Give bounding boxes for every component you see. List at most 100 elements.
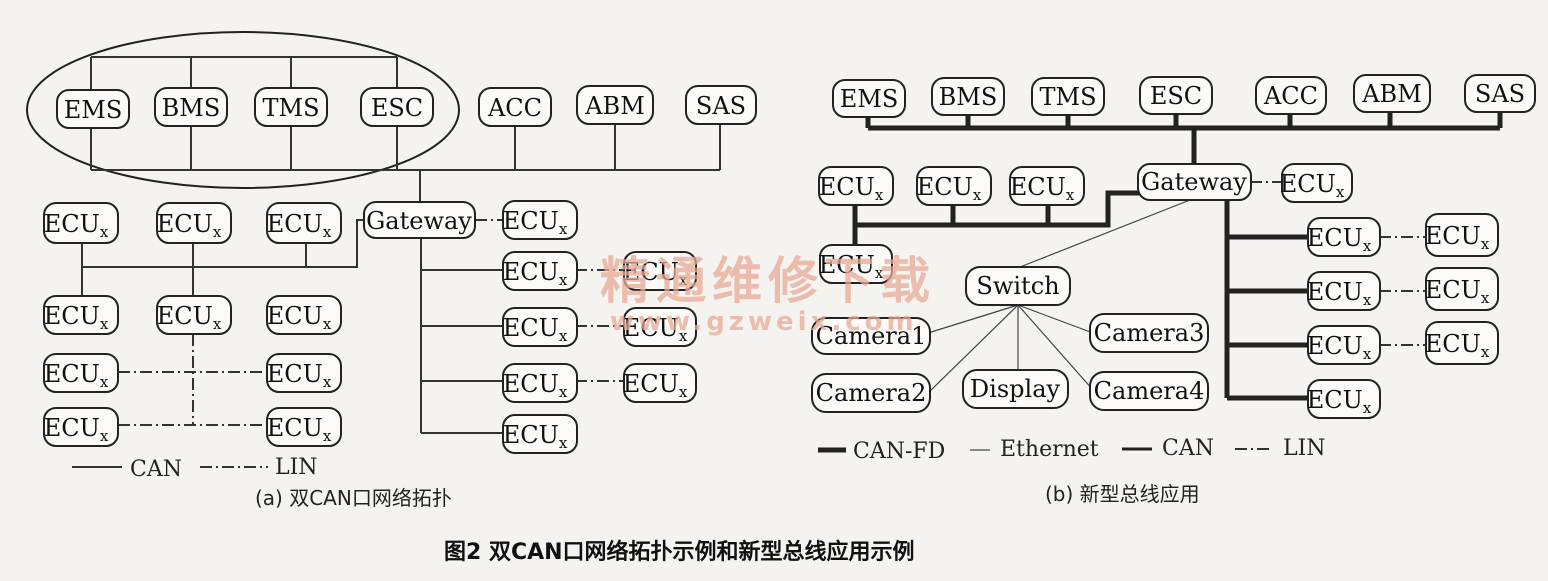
ecu-label: ECUx xyxy=(1010,173,1075,204)
panel-a-ems-node: EMS xyxy=(56,89,130,129)
ecu-label: ECUx xyxy=(267,210,332,241)
caption-b: (b) 新型总线应用 xyxy=(1045,482,1200,506)
ecu-label-main: ECU xyxy=(157,210,213,238)
node-label: EMS xyxy=(64,96,123,124)
ecu-label-main: ECU xyxy=(503,421,559,449)
ecu-label-main: ECU xyxy=(819,173,875,201)
panel-b-ems-node: EMS xyxy=(832,79,906,118)
panel-b-switch-node: Switch xyxy=(965,266,1071,306)
ecu-label-main: ECU xyxy=(623,370,679,398)
ecu-node: ECUx xyxy=(1425,267,1499,311)
panel-b-tms-node: TMS xyxy=(1031,77,1105,116)
ecu-label-subscript: x xyxy=(559,327,568,345)
ecu-node: ECUx xyxy=(43,407,119,447)
node-label: Camera3 xyxy=(1094,319,1205,347)
watermark-line1: 精通维修下载 xyxy=(600,252,936,310)
panel-a-tms-node: TMS xyxy=(254,87,328,127)
ecu-label-main: ECU xyxy=(267,360,323,388)
panel-a-gateway-node: Gateway xyxy=(363,201,476,239)
ecu-label-subscript: x xyxy=(1066,186,1075,204)
ecu-label-main: ECU xyxy=(267,302,323,330)
node-label: BMS xyxy=(162,94,221,122)
ecu-label-subscript: x xyxy=(323,315,332,333)
ecu-label: ECUx xyxy=(1307,386,1372,417)
ecu-node: ECUx xyxy=(818,166,894,206)
ecu-node: ECUx xyxy=(1307,271,1381,311)
ecu-label-main: ECU xyxy=(1307,278,1363,306)
node-label: ACC xyxy=(1263,82,1318,110)
ecu-label-main: ECU xyxy=(44,210,100,238)
ecu-label: ECUx xyxy=(267,414,332,445)
ecu-label-subscript: x xyxy=(1363,237,1372,255)
ecu-label-main: ECU xyxy=(44,360,100,388)
node-label: Camera4 xyxy=(1094,377,1205,405)
ecu-label-subscript: x xyxy=(213,223,222,241)
panel-a-wires xyxy=(26,31,721,434)
ecu-label-main: ECU xyxy=(1280,170,1336,198)
ecu-label-main: ECU xyxy=(503,314,559,342)
ecu-node: ECUx xyxy=(1307,379,1381,419)
ecu-label-subscript: x xyxy=(1363,399,1372,417)
ecu-label-subscript: x xyxy=(100,315,109,333)
ecu-label: ECUx xyxy=(917,173,982,204)
ecu-node: ECUx xyxy=(43,353,119,393)
ecu-node: ECUx xyxy=(502,414,578,454)
panel-b-display-node: Display xyxy=(962,369,1069,409)
panel-b-wires xyxy=(852,112,1503,401)
ecu-node: ECUx xyxy=(266,353,342,393)
node-label: Switch xyxy=(976,272,1059,300)
node-label: Display xyxy=(970,375,1061,403)
node-label: Gateway xyxy=(1141,168,1247,196)
ecu-label-main: ECU xyxy=(267,414,323,442)
ecu-label: ECUx xyxy=(267,360,332,391)
figure-title: 图2 双CAN口网络拓扑示例和新型总线应用示例 xyxy=(444,539,915,565)
panel-b-camera3-node: Camera3 xyxy=(1089,313,1209,353)
node-label: SAS xyxy=(1475,80,1525,108)
ecu-label-subscript: x xyxy=(1363,291,1372,309)
ecu-label: ECUx xyxy=(819,173,884,204)
ecu-label-main: ECU xyxy=(44,302,100,330)
ecu-group-ellipse xyxy=(26,31,460,189)
ecu-label: ECUx xyxy=(157,210,222,241)
node-label: ABM xyxy=(584,92,645,120)
node-label: Camera1 xyxy=(816,322,927,350)
ecu-label-subscript: x xyxy=(679,327,688,345)
panel-a-bms-node: BMS xyxy=(154,87,228,127)
caption-a: (a) 双CAN口网络拓扑 xyxy=(255,486,452,510)
ecu-label: ECUx xyxy=(503,421,568,452)
node-label: TMS xyxy=(262,94,319,122)
ecu-node: ECUx xyxy=(1425,321,1499,365)
ecu-node: ECUx xyxy=(502,363,578,403)
panel-b-bms-node: BMS xyxy=(931,77,1005,116)
panel-b-abm-node: ABM xyxy=(1353,74,1431,113)
ecu-label-subscript: x xyxy=(1336,183,1345,201)
ecu-label: ECUx xyxy=(503,207,568,238)
ecu-label-subscript: x xyxy=(100,373,109,391)
ecu-label-subscript: x xyxy=(1363,345,1372,363)
ecu-label-subscript: x xyxy=(875,186,884,204)
ecu-label: ECUx xyxy=(1280,170,1345,201)
ecu-node: ECUx xyxy=(502,307,578,347)
ecu-node: ECUx xyxy=(623,307,697,347)
ecu-node: ECUx xyxy=(819,244,893,284)
ecu-node: ECUx xyxy=(502,200,578,240)
ecu-label-subscript: x xyxy=(323,427,332,445)
ecu-node: ECUx xyxy=(1307,217,1381,257)
ecu-node: ECUx xyxy=(1307,325,1381,365)
ecu-label-main: ECU xyxy=(44,414,100,442)
ecu-label: ECUx xyxy=(267,302,332,333)
ecu-label: ECUx xyxy=(1307,332,1372,363)
panel-b-esc-node: ESC xyxy=(1139,76,1213,115)
ecu-label-subscript: x xyxy=(559,271,568,289)
node-label: Camera2 xyxy=(816,379,927,407)
ecu-node: ECUx xyxy=(43,202,119,244)
node-label: ESC xyxy=(1150,82,1202,110)
ecu-label-main: ECU xyxy=(503,207,559,235)
ecu-node: ECUx xyxy=(1009,166,1085,206)
ecu-label: ECUx xyxy=(623,370,688,401)
ecu-node: ECUx xyxy=(1280,163,1353,203)
ecu-label-subscript: x xyxy=(1481,343,1490,361)
ecu-label-main: ECU xyxy=(1425,330,1481,358)
